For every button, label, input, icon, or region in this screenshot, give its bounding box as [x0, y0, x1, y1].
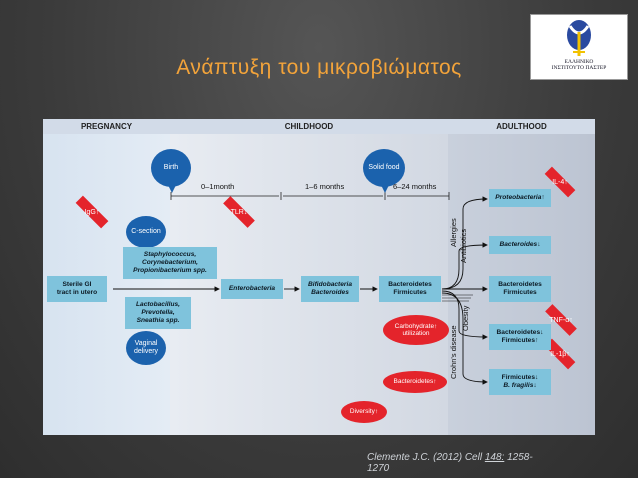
igg-label: IgG↑ [84, 208, 100, 216]
logo-line-2: ΙΝΣΤΙΤΟΥΤΟ ΠΑΣΤΕΡ [551, 65, 607, 71]
birth-label: Birth [163, 164, 179, 171]
birth-pointer [167, 183, 177, 193]
carb-line-2: utilization [402, 330, 430, 337]
bacteroidetes-up-label: Bacteroidetes↑ [393, 378, 437, 386]
diversity-label: Diversity↑ [349, 408, 379, 416]
logo-text: ΕΛΛΗΝΙΚΟ ΙΝΣΤΙΤΟΥΤΟ ΠΑΣΤΕΡ [531, 59, 627, 71]
outcome-bacteroidetes-firmicutes: Bacteroidetes Firmicutes [489, 276, 551, 302]
timeline-0-1-month: 0–1month [201, 182, 235, 191]
citation-prefix: Clemente J.C. (2012) Cell [367, 452, 485, 463]
bifido-line-2: Bacteroides [311, 289, 349, 296]
enterobacteria-box: Enterobacteria [221, 279, 283, 299]
il1-label: IL-1β↑ [550, 350, 570, 358]
ofb-line-2: B. fragilis↓ [503, 382, 537, 389]
obf2-line-2: Firmicutes↑ [501, 337, 539, 344]
il4-label: IL-4↑ [552, 178, 568, 186]
timeline-1-6-months: 1–6 months [305, 182, 345, 191]
bacteroidetes-up-oval: Bacteroidetes↑ [383, 371, 447, 393]
bf-line-2: Firmicutes [393, 289, 427, 296]
bacteroides-label: Bacteroides↓ [499, 241, 541, 248]
header-pregnancy: PREGNANCY [80, 122, 133, 131]
obesity-label: Obesity [461, 305, 470, 331]
entero-label: Enterobacteria [228, 285, 276, 292]
outcome-proteobacteria: Proteobacteria↑ [489, 189, 551, 207]
sterile-line-2: tract in utero [56, 289, 98, 296]
timeline-6-24-months: 6–24 months [393, 182, 437, 191]
birth-bubble: Birth [151, 149, 191, 187]
allergies-label: Allergies [449, 218, 458, 247]
header-adulthood: ADULTHOOD [496, 122, 547, 131]
solid-food-label: Solid food [368, 164, 400, 171]
staph-line-2: Corynebacterium, [141, 259, 199, 266]
outcome-firmicutes-fragilis: Firmicutes↓ B. fragilis↓ [489, 369, 551, 395]
c-section-label: C-section [131, 228, 161, 235]
citation-volume: 148: [484, 452, 505, 463]
tnf-label: TNF-α↑ [549, 316, 573, 324]
citation-line-2: 1270 [367, 463, 390, 474]
sterile-line-1: Sterile GI [62, 281, 92, 288]
bifidobacteria-box: Bifidobacteria Bacteroides [301, 276, 359, 302]
lacto-line-2: Prevotella, [141, 309, 175, 316]
pasteur-emblem-icon [567, 20, 591, 56]
solid-food-bubble: Solid food [363, 149, 405, 187]
lactobacillus-box: Lactobacillus, Prevotella, Sneathia spp. [125, 297, 191, 329]
proteo-label: Proteobacteria↑ [495, 194, 545, 201]
header-bar [43, 119, 595, 134]
vaginal-label-2: delivery [133, 348, 159, 355]
bifido-line-1: Bifidobacteria [308, 281, 352, 288]
lacto-line-1: Lactobacillus, [136, 301, 180, 308]
header-childhood: CHILDHOOD [284, 122, 334, 131]
logo-line-1: ΕΛΛΗΝΙΚΟ [564, 59, 594, 65]
obf-line-2: Firmicutes [503, 289, 537, 296]
il4-diamond: IL-4↑ [537, 169, 583, 195]
obf-line-1: Bacteroidetes [498, 281, 542, 288]
tlr-diamond: TLR↓ [215, 199, 263, 225]
citation-pages: 1258- [504, 452, 533, 463]
vaginal-label-1: Vaginal [134, 340, 158, 347]
solid-food-pointer [380, 183, 390, 193]
slide-title: Ανάπτυξη του μικροβιώματος [176, 56, 462, 79]
obf2-line-1: Bacteroidetes↓ [496, 329, 544, 336]
staph-line-1: Staphylococcus, [143, 251, 197, 258]
lacto-line-3: Sneathia spp. [136, 317, 180, 324]
tlr-label: TLR↓ [230, 208, 248, 216]
carb-line-1: Carbohydrate↑ [394, 322, 438, 330]
citation: Clemente J.C. (2012) Cell 148: 1258- 127… [367, 452, 533, 474]
ofb-line-1: Firmicutes↓ [501, 374, 539, 381]
antibiotics-label: Antibiotics [459, 228, 468, 263]
staph-line-3: Propionibacterium spp. [133, 267, 207, 274]
vaginal-delivery-bubble: Vaginal delivery [126, 331, 166, 365]
sterile-gi-box: Sterile GI tract in utero [47, 276, 107, 302]
staphylococcus-box: Staphylococcus, Corynebacterium, Propion… [123, 247, 217, 279]
il1-diamond: IL-1β↑ [537, 341, 583, 367]
igg-diamond: IgG↑ [67, 199, 117, 225]
microbiome-development-figure: PREGNANCY CHILDHOOD ADULTHOOD [43, 119, 595, 435]
institute-logo: ΕΛΛΗΝΙΚΟ ΙΝΣΤΙΤΟΥΤΟ ΠΑΣΤΕΡ [530, 14, 628, 80]
connector-lines [113, 192, 488, 385]
crohns-disease-label: Crohn's disease [449, 325, 458, 379]
diversity-oval: Diversity↑ [341, 401, 387, 423]
bf-line-1: Bacteroidetes [388, 281, 432, 288]
outcome-bacteroidetes-down-firmicutes-up: Bacteroidetes↓ Firmicutes↑ [489, 324, 551, 350]
carbohydrate-oval: Carbohydrate↑ utilization [383, 315, 449, 345]
tnf-diamond: TNF-α↑ [537, 307, 585, 333]
bacteroidetes-firmicutes-box: Bacteroidetes Firmicutes [379, 276, 441, 302]
c-section-bubble: C-section [126, 216, 166, 248]
outcome-bacteroides: Bacteroides↓ [489, 236, 551, 254]
